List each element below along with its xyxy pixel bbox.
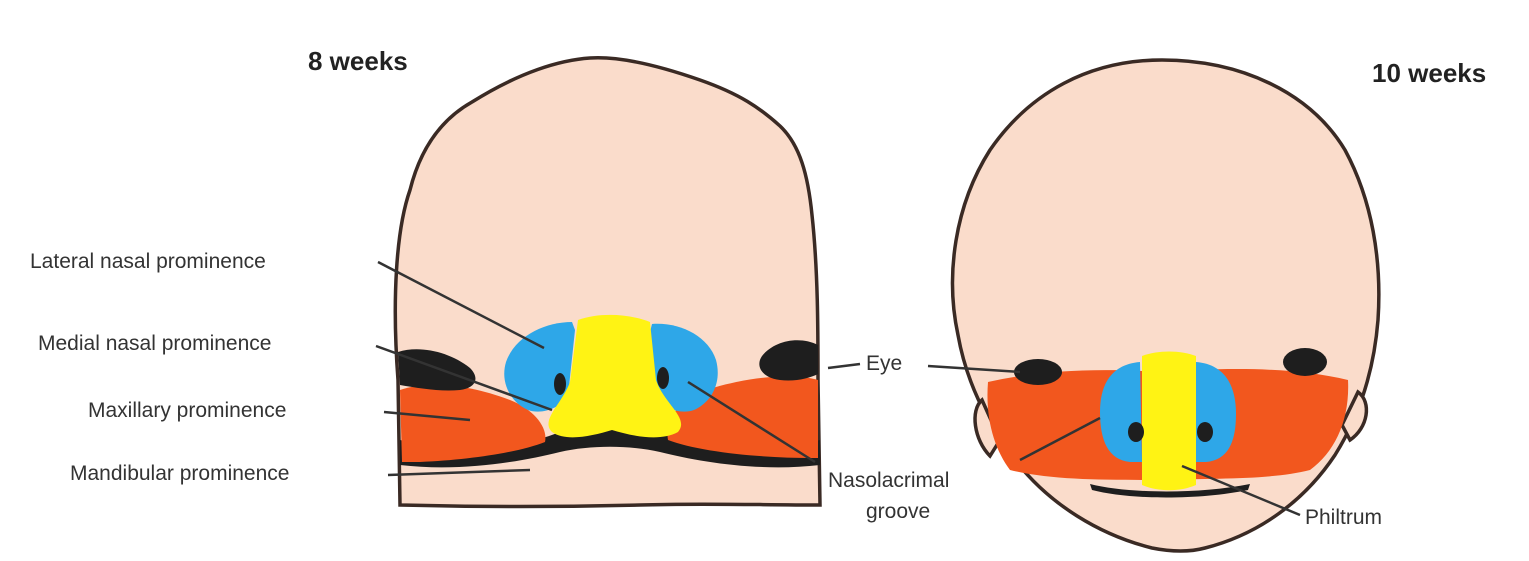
nostril-right-8-weeks xyxy=(657,367,669,389)
label-nasolacrimal-groove-line1: Nasolacrimal xyxy=(828,469,949,492)
label-nasolacrimal-groove-line2: groove xyxy=(866,500,930,523)
label-medial-nasal-prominence: Medial nasal prominence xyxy=(38,332,271,355)
leader-eye-8-weeks xyxy=(828,364,860,368)
nostril-right-10-weeks xyxy=(1197,422,1213,442)
nostril-left-8-weeks xyxy=(554,373,566,395)
panel-title-8-weeks: 8 weeks xyxy=(308,46,408,76)
nostril-left-10-weeks xyxy=(1128,422,1144,442)
panel-10-weeks: 10 weeks Philtrum xyxy=(928,58,1486,551)
label-mandibular-prominence: Mandibular prominence xyxy=(70,462,289,485)
label-eye: Eye xyxy=(866,352,902,375)
panel-8-weeks: 8 weeks Lateral nasal prominence Medial … xyxy=(30,46,949,523)
eye-left-10-weeks xyxy=(1014,359,1062,385)
label-philtrum: Philtrum xyxy=(1305,506,1382,529)
eye-right-10-weeks xyxy=(1283,348,1327,376)
label-lateral-nasal-prominence: Lateral nasal prominence xyxy=(30,250,266,273)
panel-title-10-weeks: 10 weeks xyxy=(1372,58,1486,88)
label-maxillary-prominence: Maxillary prominence xyxy=(88,399,286,422)
